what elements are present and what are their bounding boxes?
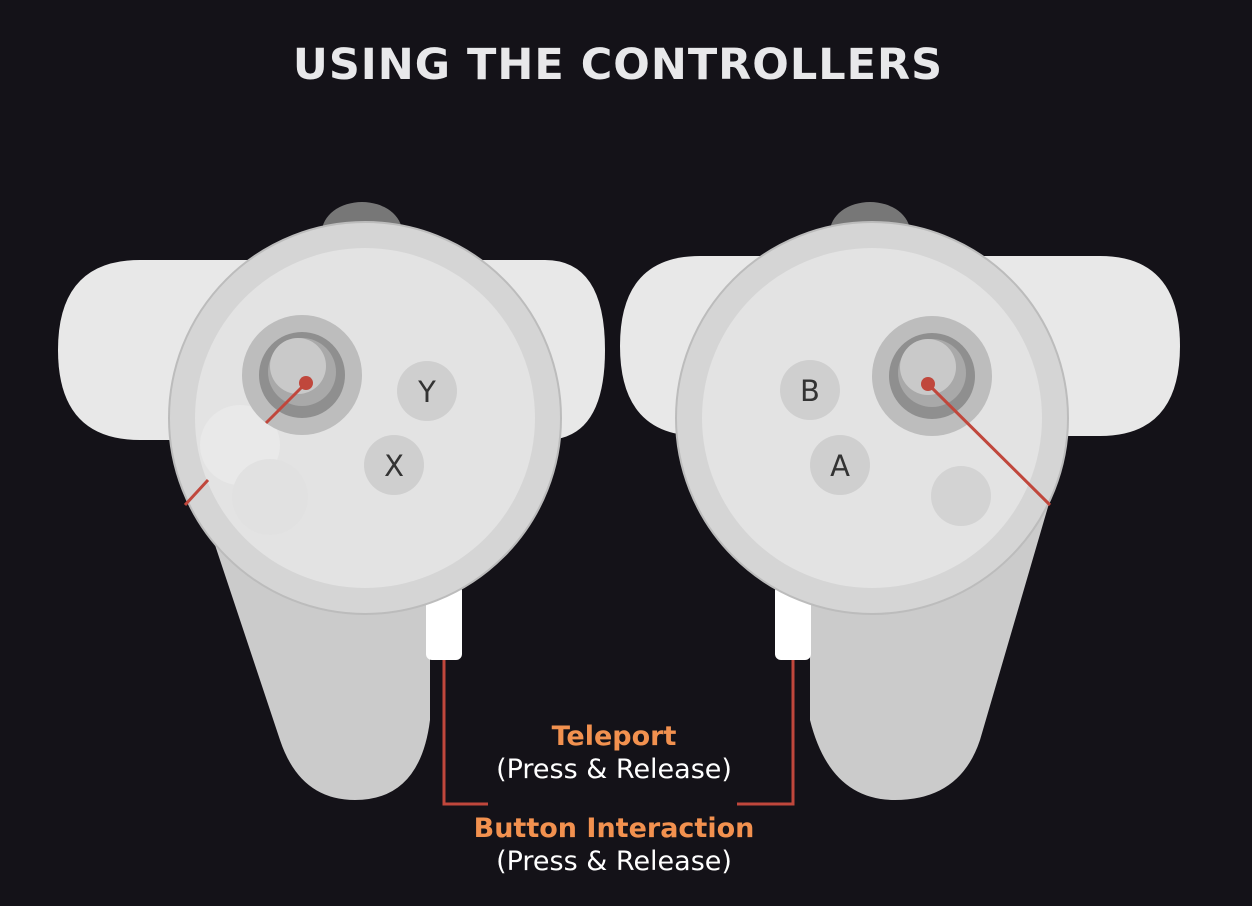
right-thumbstick[interactable] [872,316,992,436]
left-grip-trigger [426,585,462,660]
left-button-y-label: Y [417,375,436,409]
teleport-action-label: Teleport [551,721,677,752]
button-interaction-instruction-label: (Press & Release) [496,846,732,877]
left-trigger-leader-line [442,660,488,806]
left-edge-leader-line [183,478,210,507]
page-title: USING THE CONTROLLERS [292,40,944,90]
left-button-x-label: X [384,449,404,483]
left-thumbrest-lower [232,459,308,535]
right-trigger-leader-line [737,660,795,806]
right-controller-face-inner [702,248,1042,588]
right-button-b-label: B [800,374,820,408]
left-button-x[interactable]: X [364,435,424,495]
right-thumbstick-dot [921,377,935,391]
right-grip-trigger [775,585,811,660]
left-thumbstick-dot [299,376,313,390]
right-thumbrest [931,466,991,526]
right-button-a-label: A [830,449,850,483]
button-interaction-action-label: Button Interaction [473,813,755,844]
right-thumbstick-leader-line [926,382,1052,507]
button-interaction-callout: Button Interaction (Press & Release) [414,813,814,879]
left-thumbstick-leader-line [264,381,308,425]
right-button-a[interactable]: A [810,435,870,495]
right-button-b[interactable]: B [780,360,840,420]
teleport-instruction-label: (Press & Release) [496,754,732,785]
left-thumbstick[interactable] [242,315,362,435]
left-button-y[interactable]: Y [397,361,457,421]
teleport-callout: Teleport (Press & Release) [414,721,814,787]
right-controller: B A [620,202,1180,800]
left-controller: Y X [58,202,605,800]
